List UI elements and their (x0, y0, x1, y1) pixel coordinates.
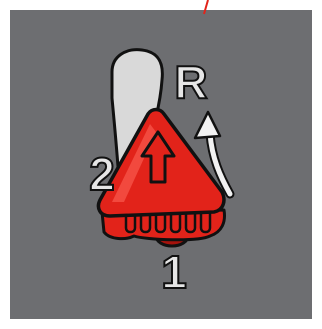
label-step-one: 1 (161, 246, 187, 298)
label-step-two: 2 (89, 148, 115, 200)
label-rotate: R (174, 56, 207, 108)
